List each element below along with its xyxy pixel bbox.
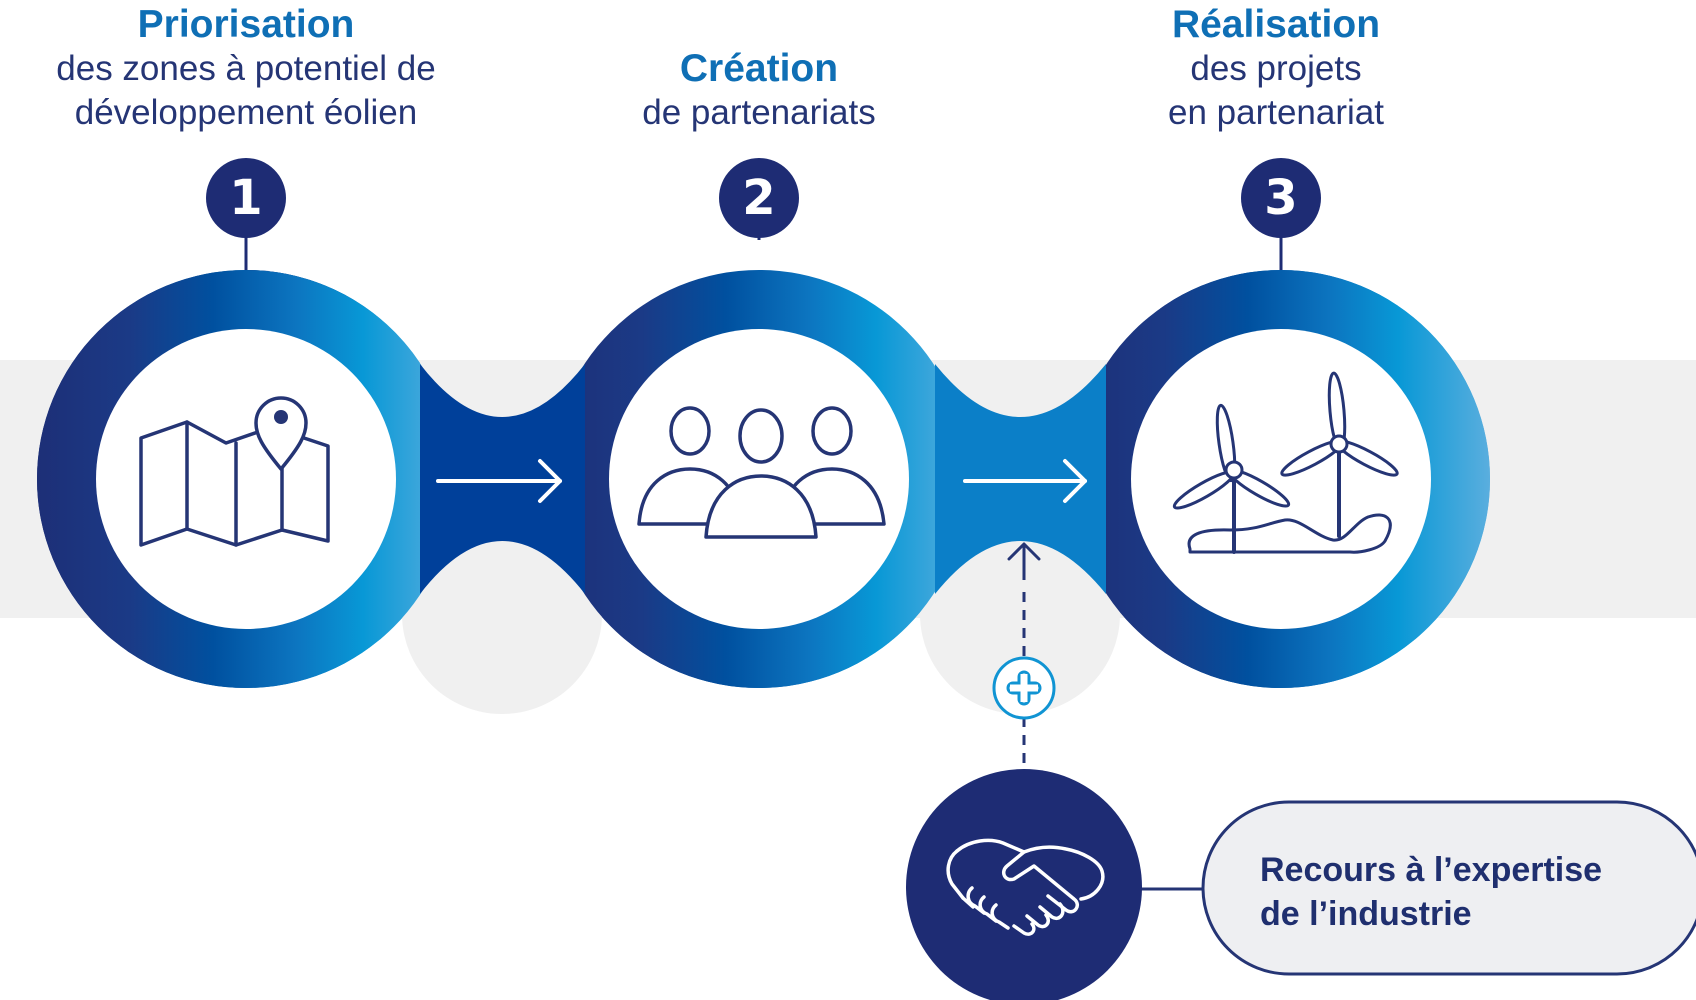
expertise-line-2: de l’industrie xyxy=(1260,895,1472,933)
step-3-disk xyxy=(1131,329,1431,629)
map-pin-icon xyxy=(139,396,330,547)
arrow-right-icon xyxy=(436,459,562,503)
step-2-title: Création xyxy=(679,47,839,90)
step-3-line-1: des projets xyxy=(1190,49,1362,88)
wind-turbines-icon xyxy=(1172,371,1399,554)
handshake-icon xyxy=(946,838,1105,936)
expertise-pill xyxy=(1201,800,1696,976)
step-1-title: Priorisation xyxy=(137,3,355,46)
step-3-header: Réalisation des projets en partenariat xyxy=(1036,2,1516,135)
step-1-line-2: développement éolien xyxy=(74,93,418,132)
expertise-connector xyxy=(1007,542,1041,774)
people-group-icon xyxy=(637,406,886,539)
step-2-header: Création de partenariats xyxy=(519,46,999,135)
expertise-label: Recours à l’expertise de l’industrie xyxy=(1260,848,1680,936)
step-1-line-1: des zones à potentiel de xyxy=(56,49,436,88)
badge-1 xyxy=(206,158,286,238)
step-2-line-1: de partenariats xyxy=(642,93,876,132)
expertise-line-1: Recours à l’expertise xyxy=(1260,851,1603,889)
badge-3 xyxy=(1241,158,1321,238)
handshake-disk xyxy=(906,769,1142,1000)
plus-circle-icon xyxy=(992,656,1056,720)
step-1-number: 1 xyxy=(229,170,263,226)
step-1-header: Priorisation des zones à potentiel de dé… xyxy=(6,2,486,135)
step-1-disk xyxy=(96,329,396,629)
step-3-line-2: en partenariat xyxy=(1168,93,1384,132)
badge-2 xyxy=(719,158,799,238)
step-3-number: 3 xyxy=(1264,170,1298,226)
arrow-right-icon xyxy=(963,459,1087,503)
step-3-title: Réalisation xyxy=(1171,3,1381,46)
step-2-number: 2 xyxy=(742,170,776,226)
